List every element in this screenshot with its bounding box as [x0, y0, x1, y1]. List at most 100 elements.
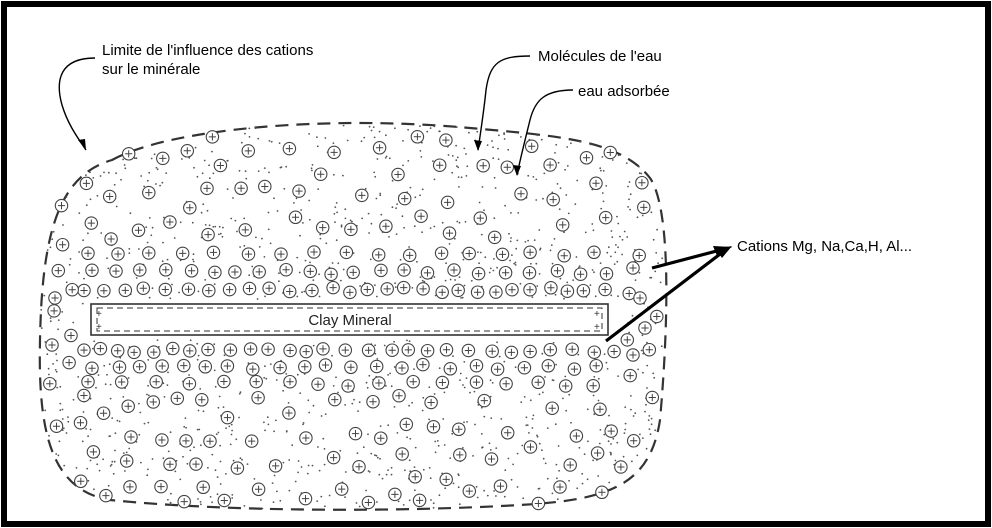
water-molecule-dot — [585, 232, 587, 234]
cation-icon — [171, 392, 183, 404]
water-molecule-dot — [428, 419, 430, 421]
water-molecule-dot — [117, 420, 119, 422]
water-molecule-dot — [147, 359, 149, 361]
water-molecule-dot — [477, 497, 479, 499]
water-molecule-dot — [351, 403, 353, 405]
water-molecule-dot — [273, 501, 275, 503]
water-molecule-dot — [374, 284, 376, 286]
water-molecule-dot — [361, 218, 363, 220]
water-molecule-dot — [62, 224, 64, 226]
water-molecule-dot — [241, 459, 243, 461]
cation-icon — [345, 223, 357, 235]
water-molecule-dot — [238, 417, 240, 419]
cation-icon — [110, 265, 122, 277]
water-molecule-dot — [636, 455, 638, 457]
water-molecule-dot — [55, 369, 57, 371]
water-molecule-dot — [557, 183, 559, 185]
water-molecule-dot — [305, 260, 307, 262]
water-molecule-dot — [541, 449, 543, 451]
cation-icon — [515, 188, 527, 200]
water-molecule-dot — [365, 490, 367, 492]
water-molecule-dot — [357, 410, 359, 412]
water-molecule-dot — [553, 380, 555, 382]
water-leader — [478, 56, 530, 150]
cation-icon — [560, 380, 572, 392]
cation-icon — [608, 345, 620, 357]
water-molecule-dot — [524, 396, 526, 398]
water-molecule-dot — [200, 444, 202, 446]
water-molecule-dot — [392, 206, 394, 208]
water-molecule-dot — [138, 248, 140, 250]
cation-icon — [196, 394, 208, 406]
water-molecule-dot — [394, 127, 396, 129]
cation-icon — [274, 361, 286, 373]
water-molecule-dot — [454, 279, 456, 281]
cation-icon — [524, 441, 536, 453]
water-molecule-dot — [285, 373, 287, 375]
water-molecule-dot — [648, 419, 650, 421]
water-molecule-dot — [528, 432, 530, 434]
cation-icon — [167, 342, 179, 354]
cation-icon — [570, 430, 582, 442]
water-molecule-dot — [70, 258, 72, 260]
water-molecule-dot — [48, 368, 50, 370]
water-molecule-dot — [410, 187, 412, 189]
water-molecule-dot — [623, 456, 625, 458]
water-molecule-dot — [368, 375, 370, 377]
cation-icon — [409, 471, 421, 483]
cation-icon — [561, 285, 573, 297]
water-molecule-dot — [498, 134, 500, 136]
water-molecule-dot — [147, 385, 149, 387]
water-molecule-dot — [264, 167, 266, 169]
water-molecule-dot — [85, 428, 87, 430]
water-molecule-dot — [463, 259, 465, 261]
water-molecule-dot — [615, 244, 617, 246]
water-molecule-dot — [277, 210, 279, 212]
water-molecule-dot — [624, 231, 626, 233]
water-molecule-dot — [610, 256, 612, 258]
water-molecule-dot — [308, 133, 310, 135]
water-molecule-dot — [520, 401, 522, 403]
water-molecule-dot — [520, 136, 522, 138]
water-molecule-dot — [90, 198, 92, 200]
cation-icon — [627, 349, 639, 361]
water-molecule-dot — [264, 430, 266, 432]
water-molecule-dot — [228, 426, 230, 428]
water-molecule-dot — [478, 262, 480, 264]
water-molecule-dot — [402, 215, 404, 217]
water-molecule-dot — [421, 231, 423, 233]
water-molecule-dot — [630, 193, 632, 195]
water-molecule-dot — [654, 271, 656, 273]
water-molecule-dot — [78, 251, 80, 253]
water-molecule-dot — [376, 455, 378, 457]
water-molecule-dot — [493, 490, 495, 492]
water-molecule-dot — [333, 385, 335, 387]
water-molecule-dot — [534, 239, 536, 241]
water-molecule-dot — [108, 172, 110, 174]
cation-icon — [440, 134, 452, 146]
cation-icon — [315, 168, 327, 180]
water-molecule-dot — [450, 279, 452, 281]
water-molecule-dot — [344, 208, 346, 210]
cation-icon — [329, 393, 341, 405]
water-molecule-dot — [317, 446, 319, 448]
water-molecule-dot — [325, 242, 327, 244]
cation-icon — [634, 292, 646, 304]
water-molecule-dot — [226, 160, 228, 162]
cation-icon — [375, 264, 387, 276]
cation-icon — [121, 455, 133, 467]
water-molecule-dot — [193, 253, 195, 255]
water-molecule-dot — [511, 254, 513, 256]
water-molecule-dot — [188, 374, 190, 376]
water-molecule-dot — [114, 184, 116, 186]
cation-icon — [52, 264, 64, 276]
water-molecule-dot — [639, 172, 641, 174]
water-molecule-dot — [391, 385, 393, 387]
water-molecule-dot — [555, 364, 557, 366]
water-molecule-dot — [491, 140, 493, 142]
water-molecule-dot — [624, 406, 626, 408]
cation-icon — [317, 343, 329, 355]
water-molecule-dot — [311, 170, 313, 172]
water-molecule-dot — [414, 489, 416, 491]
water-molecule-dot — [283, 462, 285, 464]
